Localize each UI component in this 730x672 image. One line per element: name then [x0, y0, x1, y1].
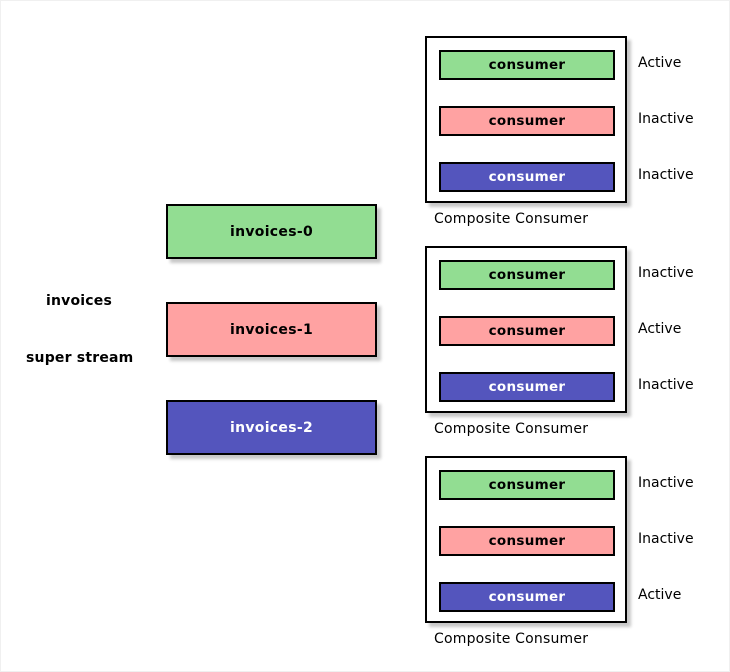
stream-partition-0-label: invoices-0 — [230, 223, 313, 240]
status-badge-2-1: Inactive — [638, 265, 694, 281]
super-stream-name-label: invoices — [46, 293, 113, 309]
consumer-3-1[interactable]: consumer — [439, 470, 615, 500]
consumer-1-1[interactable]: consumer — [439, 50, 615, 80]
consumer-1-3-label: consumer — [488, 169, 566, 185]
consumer-1-3[interactable]: consumer — [439, 162, 615, 192]
consumer-2-1-label: consumer — [488, 267, 566, 283]
status-badge-3-1: Inactive — [638, 475, 694, 491]
consumer-3-2[interactable]: consumer — [439, 526, 615, 556]
composite-consumer-group-1[interactable]: consumer consumer consumer — [425, 36, 627, 203]
status-badge-3-3: Active — [638, 587, 682, 603]
consumer-2-2[interactable]: consumer — [439, 316, 615, 346]
stream-partition-0[interactable]: invoices-0 — [166, 204, 377, 259]
stream-partition-2[interactable]: invoices-2 — [166, 400, 377, 455]
composite-consumer-group-2[interactable]: consumer consumer consumer — [425, 246, 627, 413]
stream-partition-2-label: invoices-2 — [230, 419, 313, 436]
composite-consumer-group-3[interactable]: consumer consumer consumer — [425, 456, 627, 623]
composite-consumer-caption-3: Composite Consumer — [434, 631, 589, 647]
status-badge-1-2: Inactive — [638, 111, 694, 127]
consumer-2-1[interactable]: consumer — [439, 260, 615, 290]
status-badge-2-3: Inactive — [638, 377, 694, 393]
consumer-1-1-label: consumer — [488, 57, 566, 73]
status-badge-3-2: Inactive — [638, 531, 694, 547]
status-badge-2-2: Active — [638, 321, 682, 337]
consumer-2-3[interactable]: consumer — [439, 372, 615, 402]
consumer-3-3[interactable]: consumer — [439, 582, 615, 612]
consumer-3-1-label: consumer — [488, 477, 566, 493]
status-badge-1-3: Inactive — [638, 167, 694, 183]
consumer-3-3-label: consumer — [488, 589, 566, 605]
consumer-2-3-label: consumer — [488, 379, 566, 395]
composite-consumer-caption-2: Composite Consumer — [434, 421, 589, 437]
stream-partition-1[interactable]: invoices-1 — [166, 302, 377, 357]
consumer-3-2-label: consumer — [488, 533, 566, 549]
consumer-2-2-label: consumer — [488, 323, 566, 339]
consumer-1-2-label: consumer — [488, 113, 566, 129]
consumer-1-2[interactable]: consumer — [439, 106, 615, 136]
super-stream-type-label: super stream — [26, 350, 134, 366]
status-badge-1-1: Active — [638, 55, 682, 71]
stream-partition-1-label: invoices-1 — [230, 321, 313, 338]
composite-consumer-caption-1: Composite Consumer — [434, 211, 589, 227]
